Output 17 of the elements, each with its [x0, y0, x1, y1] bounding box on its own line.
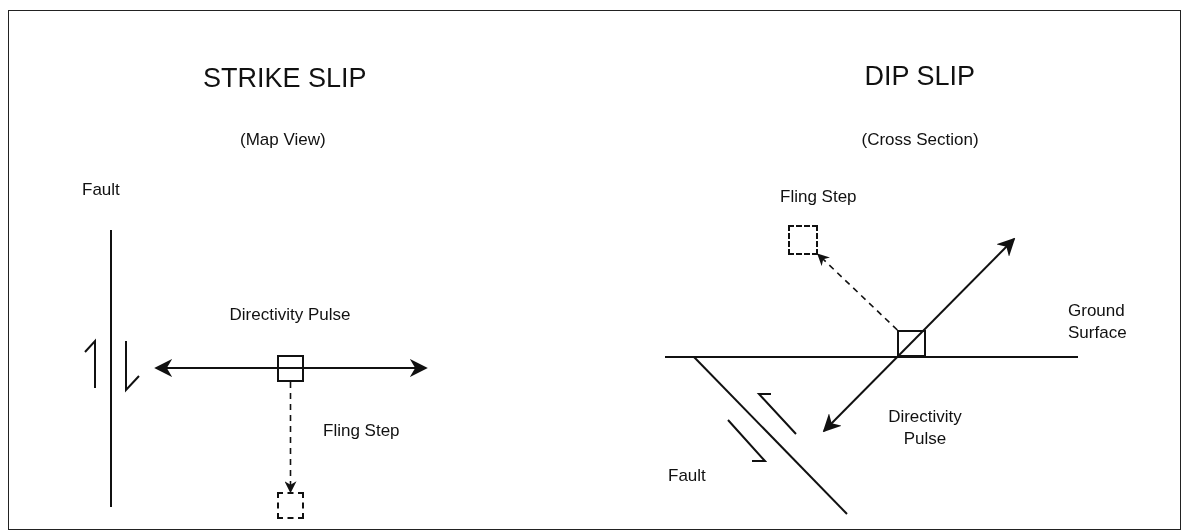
dashed-arrow: [817, 253, 899, 331]
heading: STRIKE SLIP: [203, 62, 367, 95]
directivity-pulse-label: Directivity Pulse: [887, 406, 963, 451]
site-box: [897, 330, 926, 357]
fault-label: Fault: [668, 466, 706, 487]
site-box: [277, 492, 304, 519]
fling-step-label: Fling Step: [323, 421, 400, 442]
heading: DIP SLIP: [864, 60, 976, 93]
fault-label: Fault: [82, 180, 120, 201]
site-box: [788, 225, 818, 255]
directivity-pulse-label: Directivity Pulse: [229, 305, 351, 326]
dashed-arrow: [284, 381, 297, 494]
site-box: [277, 355, 304, 382]
fling-step-label: Fling Step: [780, 187, 857, 208]
subheading: (Cross Section): [861, 130, 979, 151]
ground-surface-label: Ground Surface: [1068, 300, 1128, 345]
subheading: (Map View): [240, 130, 326, 151]
